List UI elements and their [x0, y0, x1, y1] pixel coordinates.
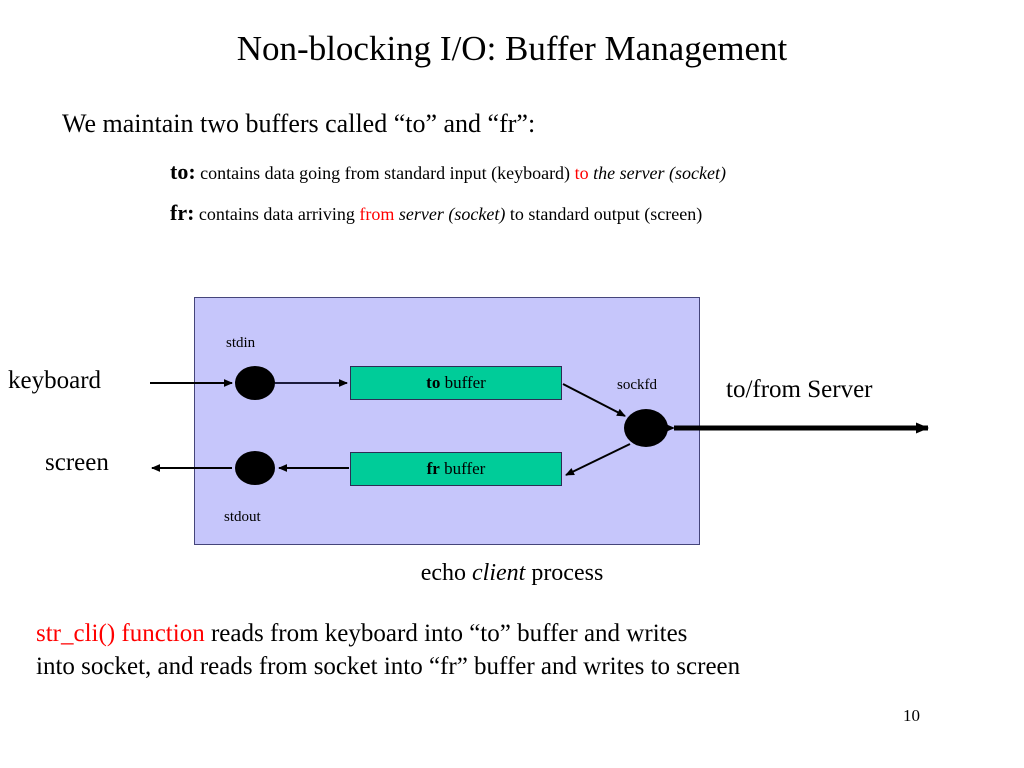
- client-process-panel: [194, 297, 700, 545]
- page-number: 10: [903, 706, 920, 725]
- bullet-fr-part3: to standard output (screen): [509, 204, 703, 224]
- stdin-label: stdin: [226, 335, 256, 351]
- fr-buffer-suffix: buffer: [439, 459, 486, 478]
- bullet-fr-key: fr:: [170, 200, 195, 225]
- stdout-node: [235, 451, 275, 485]
- footer-line-2: into socket, and reads from socket into …: [36, 653, 741, 680]
- intro-text: We maintain two buffers called “to” and …: [62, 109, 536, 138]
- keyboard-label: keyboard: [8, 367, 102, 394]
- footer-line-1: str_cli() function reads from keyboard i…: [36, 617, 1012, 650]
- stdout-label: stdout: [224, 509, 261, 525]
- to-buffer-name: to: [426, 373, 441, 392]
- sockfd-label: sockfd: [617, 377, 657, 393]
- stdin-node: [235, 366, 275, 400]
- diagram-caption: echo client process: [0, 558, 1024, 588]
- page-title: Non-blocking I/O: Buffer Management: [236, 29, 788, 68]
- caption-post: process: [531, 560, 604, 586]
- footer-line1-rest: reads from keyboard into “to” buffer and…: [204, 620, 688, 647]
- fr-buffer-name: fr: [426, 459, 440, 478]
- bullet-to-part2: the server (socket): [593, 163, 727, 183]
- footer-paragraph: str_cli() function reads from keyboard i…: [36, 617, 1012, 683]
- bullet-to: to: contains data going from standard in…: [170, 160, 726, 185]
- fr-buffer-box: fr buffer: [350, 452, 562, 486]
- bullet-to-part1: contains data going from standard input …: [200, 163, 571, 183]
- screen-label: screen: [45, 449, 109, 476]
- caption-italic: client: [472, 560, 526, 586]
- footer-highlight: str_cli() function: [36, 620, 205, 647]
- bullet-to-key: to:: [170, 159, 196, 184]
- bullet-fr-part2: server (socket): [398, 204, 506, 224]
- bullet-fr: fr: contains data arriving from server (…: [170, 201, 702, 226]
- bullet-fr-highlight: from: [359, 204, 395, 224]
- server-label: to/from Server: [726, 376, 873, 403]
- to-buffer-suffix: buffer: [440, 373, 486, 392]
- to-buffer-box: to buffer: [350, 366, 562, 400]
- bullet-fr-part1: contains data arriving: [198, 204, 355, 224]
- caption-pre: echo: [420, 560, 466, 586]
- bullet-to-highlight: to: [574, 163, 589, 183]
- sockfd-node: [624, 409, 668, 447]
